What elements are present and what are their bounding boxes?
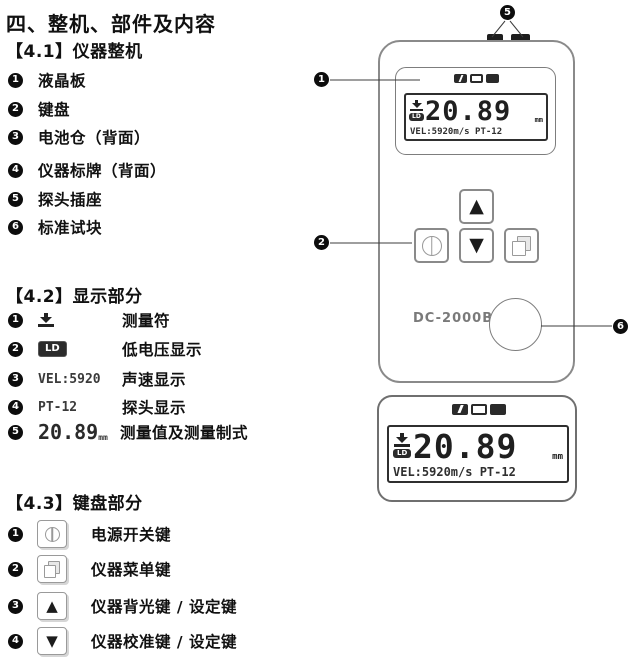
item-label: 测量符 [122, 312, 171, 330]
list-item: 4 ▼ 仪器校准键 / 设定键 [8, 627, 237, 655]
menu-key-icon [504, 228, 539, 263]
item-number-badge: 1 [8, 312, 23, 328]
thickness-value: 20.89 [425, 96, 512, 127]
item-number-badge: 4 [8, 162, 23, 178]
down-key-icon: ▼ [459, 228, 494, 263]
item-number-badge: 5 [8, 191, 23, 207]
down-key-icon: ▼ [37, 627, 67, 655]
callout-badge-probe-socket: 5 [500, 5, 515, 20]
menu-key-icon [37, 555, 67, 583]
item-label: 仪器校准键 / 设定键 [91, 633, 237, 651]
value-sample-text: 20.89 [38, 420, 99, 444]
list-item: 4 PT-12 探头显示 [8, 396, 186, 418]
item-number-badge: 4 [8, 399, 23, 415]
list-item: 5 探头插座 [8, 188, 102, 210]
list-item: 1 测量符 [8, 309, 170, 331]
status-line: VEL:5920m/s PT-12 [410, 127, 503, 137]
dgb-logo [454, 74, 499, 83]
power-key-icon [37, 520, 67, 548]
dgb-logo [452, 404, 506, 415]
list-item: 2 键盘 [8, 98, 70, 120]
probe-socket-left [487, 34, 503, 41]
item-label: 仪器菜单键 [91, 561, 172, 579]
item-number-badge: 1 [8, 72, 23, 88]
item-number-badge: 6 [8, 219, 23, 235]
thickness-value: 20.89 [413, 427, 518, 466]
item-label: 声速显示 [122, 371, 187, 389]
low-voltage-badge: LD [409, 113, 424, 121]
unit-sample-text: mm [98, 433, 108, 442]
list-item: 3 电池仓（背面） [8, 126, 150, 148]
item-label: 标准试块 [38, 219, 103, 237]
model-label: DC-2000B [413, 311, 494, 326]
page-title: 四、整机、部件及内容 [6, 12, 216, 36]
item-number-badge: 3 [8, 129, 23, 145]
list-item: 2 LD 低电压显示 [8, 338, 202, 360]
list-item: 2 仪器菜单键 [8, 555, 171, 583]
item-number-badge: 3 [8, 371, 23, 387]
list-item: 6 标准试块 [8, 216, 102, 238]
callout-badge-keypad: 2 [314, 235, 329, 250]
list-item: 4 仪器标牌（背面） [8, 159, 166, 181]
item-number-badge: 5 [8, 424, 23, 440]
up-key-icon: ▲ [459, 189, 494, 224]
test-block-circle [489, 298, 542, 351]
probe-socket-right [511, 34, 530, 41]
lcd-screen: LD 20.89 mm VEL:5920m/s PT-12 [404, 93, 548, 141]
low-voltage-badge: LD [393, 449, 412, 458]
up-key-icon: ▲ [37, 592, 67, 620]
lcd-panel: LD 20.89 mm VEL:5920m/s PT-12 [395, 67, 556, 155]
list-item: 3 VEL:5920 声速显示 [8, 368, 186, 390]
display-closeup-panel: LD 20.89 mm VEL:5920m/s PT-12 [377, 395, 577, 502]
probe-sample-text: PT-12 [38, 399, 78, 415]
item-label: 测量值及测量制式 [120, 424, 249, 442]
measure-symbol-icon [38, 313, 54, 327]
item-label: 液晶板 [38, 72, 87, 90]
item-label: 电源开关键 [91, 526, 172, 544]
velocity-sample-text: VEL:5920 [38, 371, 101, 387]
callout-badge-lcd: 1 [314, 72, 329, 87]
section-heading-4-3: 【4.3】键盘部分 [6, 494, 143, 514]
thickness-unit: mm [552, 452, 563, 462]
low-voltage-badge: LD [38, 341, 67, 357]
item-number-badge: 2 [8, 341, 23, 357]
thickness-unit: mm [534, 116, 543, 124]
item-number-badge: 3 [8, 598, 23, 614]
measure-symbol-icon [394, 433, 411, 447]
list-item: 5 20.89 mm 测量值及测量制式 [8, 420, 248, 444]
power-key-icon [414, 228, 449, 263]
measure-symbol-icon [409, 100, 423, 111]
item-label: 电池仓（背面） [38, 129, 151, 147]
list-item: 1 液晶板 [8, 69, 86, 91]
lcd-screen-closeup: LD 20.89 mm VEL:5920m/s PT-12 [387, 425, 569, 483]
section-heading-4-1: 【4.1】仪器整机 [6, 42, 143, 62]
item-label: 低电压显示 [122, 341, 203, 359]
item-number-badge: 4 [8, 633, 23, 649]
item-label: 键盘 [38, 101, 71, 119]
item-number-badge: 2 [8, 101, 23, 117]
list-item: 3 ▲ 仪器背光键 / 设定键 [8, 592, 237, 620]
status-line: VEL:5920m/s PT-12 [393, 465, 516, 479]
item-label: 仪器标牌（背面） [38, 162, 167, 180]
item-number-badge: 1 [8, 526, 23, 542]
list-item: 1 电源开关键 [8, 520, 171, 548]
item-number-badge: 2 [8, 561, 23, 577]
section-heading-4-2: 【4.2】显示部分 [6, 287, 143, 307]
item-label: 仪器背光键 / 设定键 [91, 598, 237, 616]
item-label: 探头显示 [122, 399, 187, 417]
callout-badge-test-block: 6 [613, 319, 628, 334]
item-label: 探头插座 [38, 191, 103, 209]
